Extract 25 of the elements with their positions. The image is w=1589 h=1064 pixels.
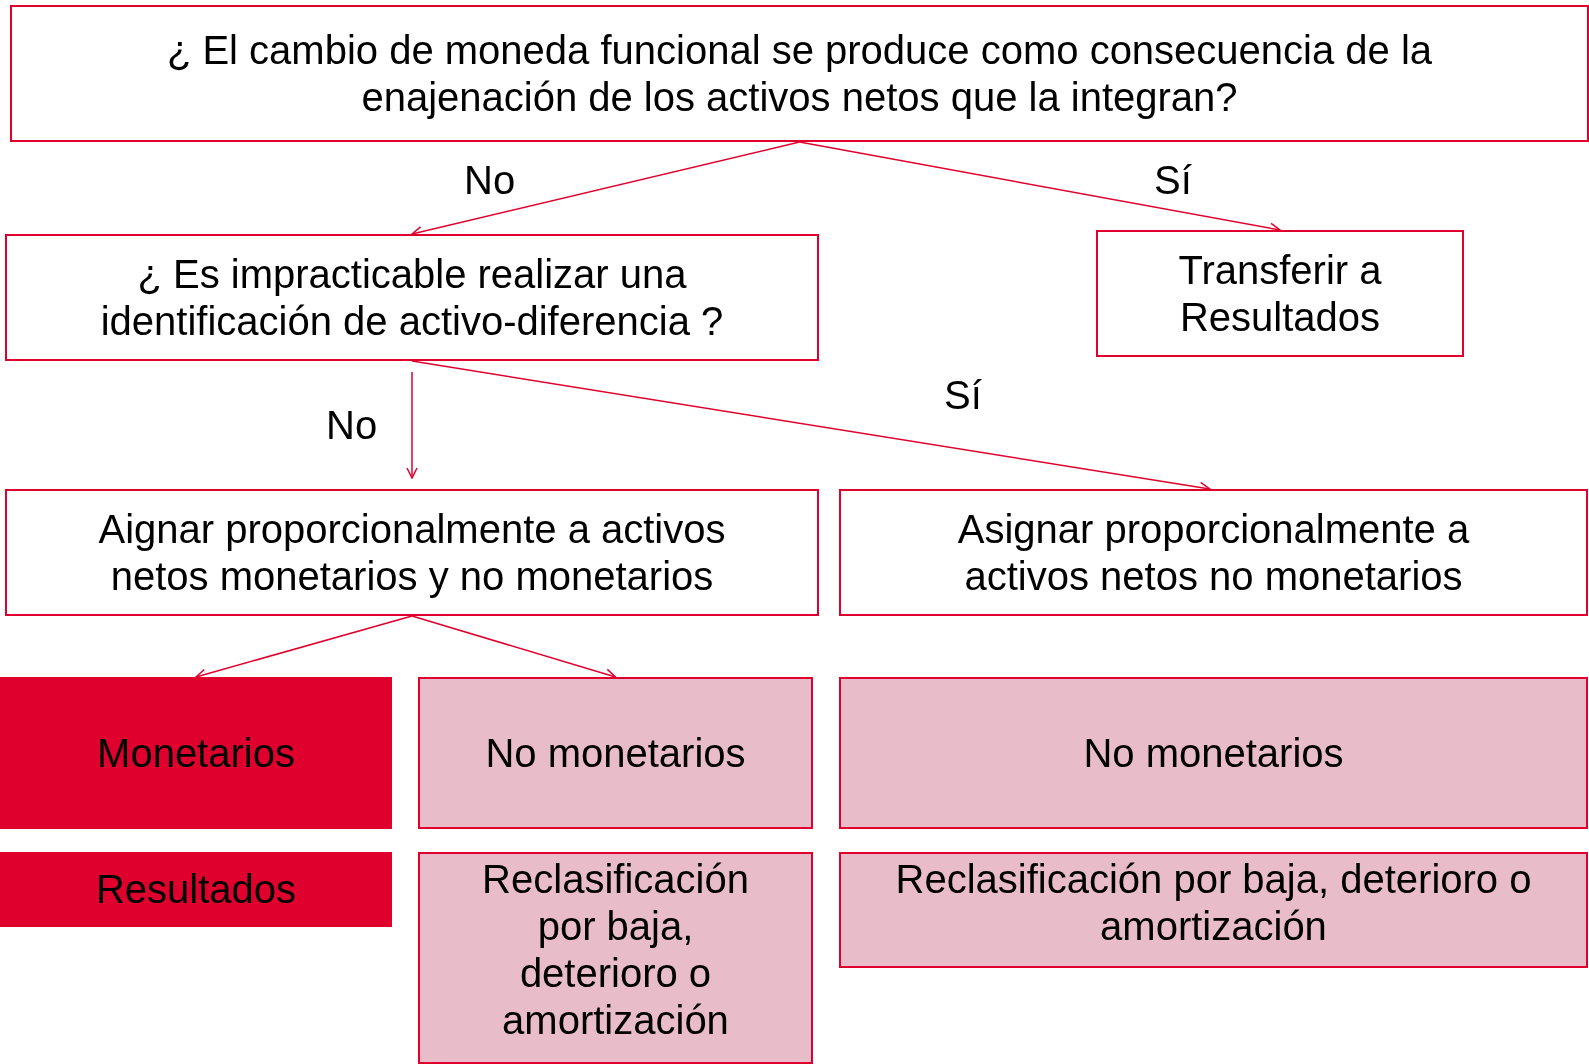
process-box: [839, 489, 1588, 616]
box-text: Resultados: [94, 866, 298, 913]
box-text: Aignar proporcionalmente a activos netos monetarios y no monetarios: [97, 505, 727, 600]
category-box: [839, 852, 1588, 968]
process-box: [5, 489, 819, 616]
box-text: Transferir a Resultados: [1177, 246, 1383, 341]
box-text: ¿ El cambio de moneda funcional se produce como consecuencia de la enajenación de los activos netos que la integran?: [165, 26, 1434, 121]
box-text: ¿ Es impracticable realizar una identificación de activo-diferencia ?: [99, 250, 725, 345]
process-box: [1096, 230, 1464, 357]
category-box: [839, 677, 1588, 829]
box-text: Reclasificación por baja, deterioro o amortización: [894, 856, 1533, 950]
box-text: Asignar proporcionalmente a activos netos no monetarios: [956, 505, 1471, 600]
box-text: Reclasificación por baja, deterioro o amortización: [481, 856, 750, 1044]
box-text: No monetarios: [484, 729, 747, 777]
arrow: [411, 615, 617, 680]
arrow: [195, 615, 413, 680]
arrow: [406, 371, 418, 479]
box-text: No monetarios: [1082, 729, 1345, 777]
process-box: [10, 5, 1589, 142]
category-box: [418, 852, 813, 1064]
box-text: Monetarios: [96, 729, 296, 777]
category-box: [0, 852, 392, 927]
category-box: [418, 677, 813, 829]
category-box: [0, 677, 392, 829]
process-box: [5, 234, 819, 361]
